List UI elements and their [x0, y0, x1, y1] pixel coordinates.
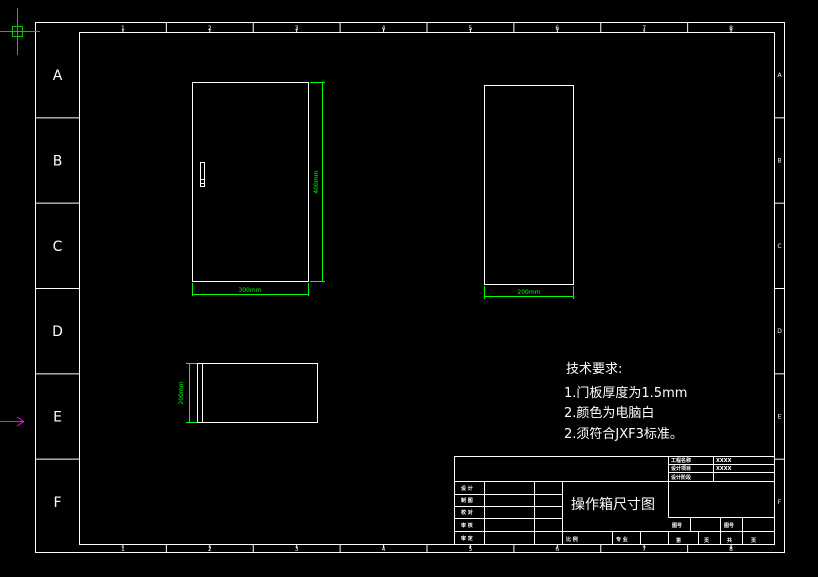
left-row-band: A B C D E F [35, 68, 80, 511]
col-label-top-7: 7 [642, 25, 646, 32]
col-label-bottom-5: 5 [469, 546, 473, 553]
ucs-icon[interactable] [0, 8, 40, 55]
col-label-top-3: 3 [295, 25, 299, 32]
role-5: 审 定 [461, 535, 473, 542]
side-label-1: 图号 [672, 522, 682, 529]
top-label-2: 设计项目 [671, 465, 691, 472]
col-label-top-2: 2 [208, 25, 212, 32]
top-height-dimension: 200mm [178, 363, 197, 423]
row-label-right-E: E [778, 414, 782, 421]
side-width-dimension: 200mm [484, 286, 574, 299]
notes-line-3: 2.须符合JXF3标准。 [564, 426, 683, 442]
front-width-dimension: 300mm [192, 283, 309, 296]
row-label-right-B: B [777, 158, 781, 165]
col-label-bottom-3: 3 [295, 546, 299, 553]
role-4: 审 核 [461, 522, 473, 529]
top-height-label: 200mm [178, 381, 185, 404]
col-label-bottom-4: 4 [382, 546, 386, 553]
side-view[interactable]: 200mm [484, 85, 574, 300]
footer-scale: 比 例 [566, 536, 578, 543]
top-outline [197, 363, 318, 423]
footer-page-2: 页 [704, 537, 709, 544]
right-row-band: A B C D E F [774, 72, 785, 506]
top-view[interactable]: 200mm [178, 363, 318, 423]
row-label-right-F: F [778, 499, 782, 506]
front-width-label: 300mm [238, 287, 261, 294]
row-label-left-D: D [52, 324, 63, 340]
side-width-label: 200mm [517, 289, 540, 296]
footer-total-2: 页 [751, 537, 756, 544]
col-label-bottom-7: 7 [642, 546, 646, 553]
col-label-bottom-6: 6 [555, 546, 559, 553]
col-label-bottom-8: 8 [729, 546, 733, 553]
col-label-top-6: 6 [555, 25, 559, 32]
top-value-2: XXXX [716, 466, 732, 472]
col-label-top-5: 5 [469, 25, 473, 32]
drawing-title: 操作箱尺寸图 [571, 497, 655, 513]
door-handle [200, 162, 205, 187]
front-door-outline [192, 82, 309, 282]
side-outline [484, 85, 574, 285]
footer-discipline: 专 业 [616, 536, 628, 543]
col-label-bottom-1: 1 [121, 546, 125, 553]
cursor-arrow-icon [0, 416, 25, 427]
role-1: 设 计 [461, 485, 473, 492]
footer-total-1: 共 [727, 537, 732, 544]
row-label-right-C: C [777, 243, 781, 250]
row-label-left-A: A [53, 68, 63, 84]
technical-notes: 技术要求: 1.门板厚度为1.5mm 2.颜色为电脑白 2.须符合JXF3标准。 [564, 362, 687, 442]
row-label-left-C: C [53, 239, 63, 255]
title-block: 操作箱尺寸图 设 计 制 图 校 对 审 核 审 定 工程名称 设计项目 设计阶… [454, 456, 775, 545]
outer-frame [35, 22, 785, 553]
notes-line-2: 2.颜色为电脑白 [564, 405, 654, 421]
row-label-right-D: D [777, 328, 782, 335]
row-label-left-F: F [53, 495, 61, 511]
front-height-label: 400mm [313, 170, 320, 193]
top-column-band: 1 2 3 4 5 6 7 8 [121, 22, 733, 33]
top-value-1: XXXX [716, 458, 732, 464]
notes-line-1: 1.门板厚度为1.5mm [564, 385, 687, 401]
role-2: 制 图 [461, 497, 473, 504]
front-height-dimension: 400mm [310, 82, 325, 282]
notes-title: 技术要求: [566, 362, 622, 377]
footer-page-1: 第 [676, 537, 681, 544]
row-label-left-E: E [53, 410, 62, 426]
row-label-left-B: B [53, 154, 63, 170]
side-label-2: 图号 [724, 522, 734, 529]
col-label-top-1: 1 [121, 25, 125, 32]
col-label-bottom-2: 2 [208, 546, 212, 553]
front-view[interactable]: 300mm 400mm [192, 82, 326, 297]
door-lock [200, 179, 205, 184]
role-3: 校 对 [461, 509, 473, 516]
bottom-column-band: 1 2 3 4 5 6 7 8 [121, 544, 733, 553]
row-label-right-A: A [777, 72, 782, 79]
top-label-1: 工程名称 [671, 457, 691, 464]
col-label-top-4: 4 [382, 25, 386, 32]
top-label-3: 设计阶段 [671, 474, 691, 481]
col-label-top-8: 8 [729, 25, 733, 32]
